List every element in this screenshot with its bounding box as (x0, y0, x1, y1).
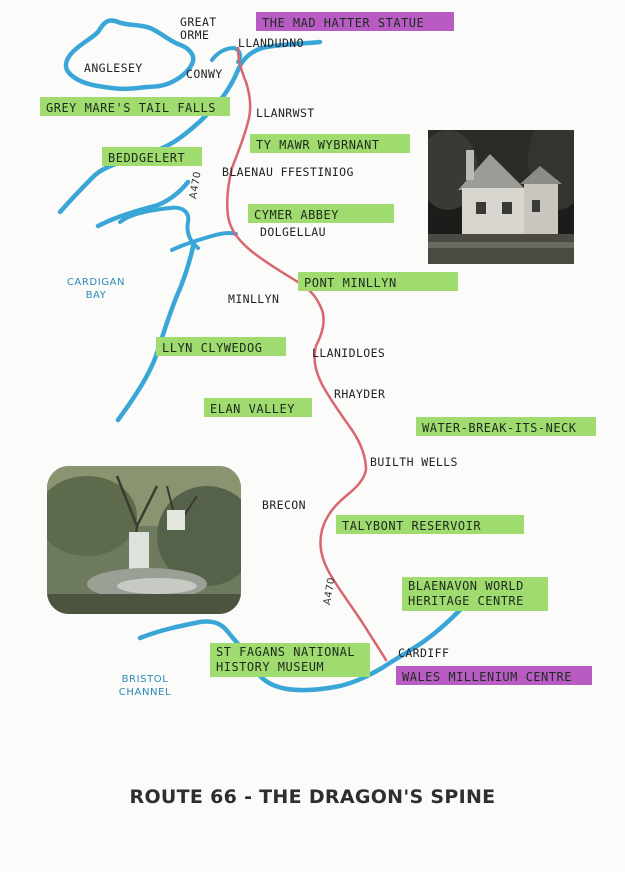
town-llanrwst: LLANRWST (256, 106, 315, 120)
town-blaenau-ffestiniog: BLAENAU FFESTINIOG (222, 165, 354, 179)
town-conwy: CONWY (186, 67, 223, 81)
bay-coast-2 (118, 205, 200, 250)
attraction-beddgelert: BEDDGELERT (102, 147, 202, 166)
town-minllyn: MINLLYN (228, 292, 280, 306)
attraction-mad-hatter: THE MAD HATTER STATUE (256, 12, 454, 31)
town-llanidloes: LLANIDLOES (312, 346, 386, 360)
town-dolgellau: DOLGELLAU (260, 225, 326, 239)
page-title: ROUTE 66 - THE DRAGON'S SPINE (129, 786, 496, 808)
town-llandudno: LLANDUDNO (238, 36, 304, 50)
attraction-ty-mawr: TY MAWR WYBRNANT (250, 134, 410, 153)
bay-coast-4 (115, 239, 197, 423)
anglesey-coastline (63, 18, 196, 92)
bristol-channel-label: BRISTOL CHANNEL (118, 674, 172, 698)
attraction-grey-mares-tail: GREY MARE'S TAIL FALLS (40, 97, 230, 116)
north-coastline (57, 39, 323, 215)
attraction-water-break: WATER-BREAK-ITS-NECK (416, 417, 596, 436)
town-rhayder: RHAYDER (334, 387, 386, 401)
waterfall-photo (47, 466, 241, 614)
attraction-pont-minllyn: PONT MINLLYN (298, 272, 458, 291)
attraction-wales-millenium: WALES MILLENIUM CENTRE (396, 666, 592, 685)
town-brecon: BRECON (262, 498, 306, 512)
attraction-elan-valley: ELAN VALLEY (204, 398, 312, 417)
attraction-cymer-abbey: CYMER ABBEY (248, 204, 394, 223)
attraction-blaenavon: BLAENAVON WORLD HERITAGE CENTRE (402, 577, 548, 611)
cottage-photo (428, 130, 574, 264)
town-builth-wells: BUILTH WELLS (370, 455, 458, 469)
town-great-orme: GREAT ORME (180, 15, 217, 42)
road-a470 (225, 46, 388, 662)
bay-coast-3 (170, 230, 238, 252)
south-coastline (137, 589, 475, 693)
town-anglesey: ANGLESEY (84, 61, 143, 75)
attraction-talybont: TALYBONT RESERVOIR (336, 515, 524, 534)
great-orme-coastline (210, 45, 243, 64)
town-cardiff: CARDIFF (398, 646, 450, 660)
attraction-llyn-clywedog: LLYN CLYWEDOG (156, 337, 286, 356)
attraction-st-fagans: ST FAGANS NATIONAL HISTORY MUSEUM (210, 643, 370, 677)
bay-coast-1 (95, 179, 191, 229)
cardigan-bay-label: CARDIGAN BAY (66, 277, 126, 301)
